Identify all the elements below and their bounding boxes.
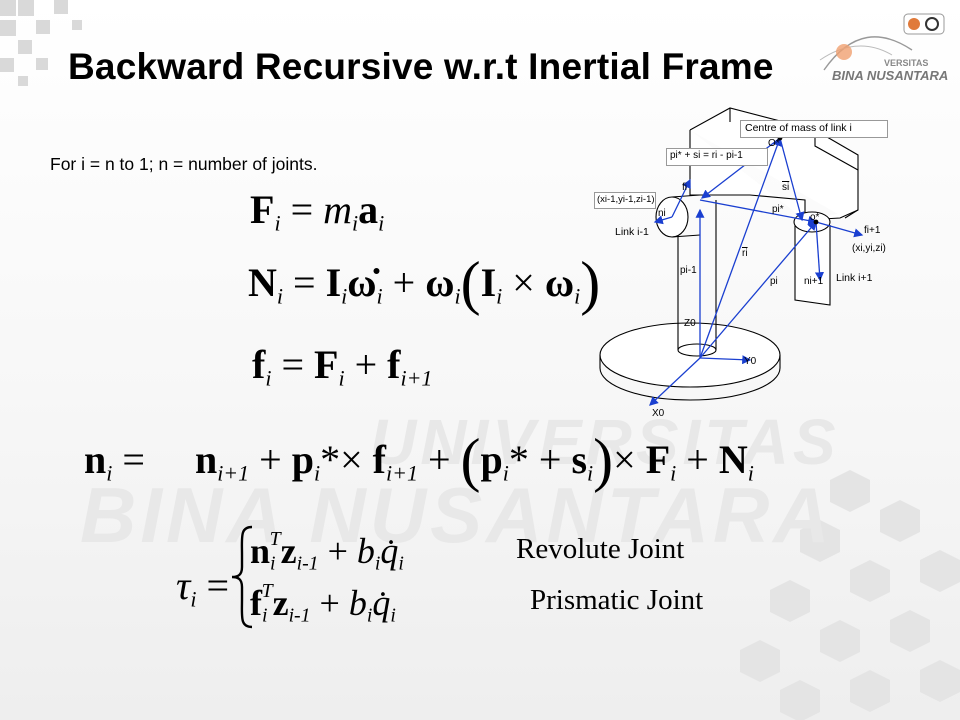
equation-torque-tau: τi = [176, 563, 230, 612]
diagram-label-x0: X0 [652, 408, 665, 419]
watermark-line2: BINA NUSANTARA [80, 471, 834, 559]
equation-n-recursion: ni = ni+1 + pi*× fi+1 + (pi* + si)× Fi +… [84, 427, 754, 493]
label-revolute-joint: Revolute Joint [516, 533, 685, 565]
diagram-label-pi-star: pi* [772, 204, 784, 215]
decor-hexagons [740, 470, 960, 720]
diagram-label-com: Centre of mass of link i [740, 120, 888, 138]
torque-row-revolute: niTzi-1 + biq̇i [250, 528, 404, 575]
diagram-label-y0: Y0 [744, 356, 757, 367]
robot-base [599, 322, 781, 401]
diagram-label-ri: ri [742, 248, 748, 259]
university-logo: VERSITAS BINA NUSANTARA [812, 10, 952, 90]
diagram-label-frame: (xi,yi,zi) [852, 243, 886, 254]
slide-title: Backward Recursive w.r.t Inertial Frame [68, 46, 774, 87]
diagram-label-ni1: ni+1 [804, 276, 824, 287]
diagram-label-pi: pi [770, 276, 778, 287]
equation-force: Fi = miai [250, 187, 385, 236]
equation-moment: Ni = Iiω̇i + ωi(Ii × ωi) [248, 250, 601, 316]
diagram-label-link-next: Link i+1 [836, 272, 873, 284]
watermark-line1: UNIVERSITAS [370, 406, 840, 478]
logo-mark-icon [819, 13, 945, 71]
label-prismatic-joint: Prismatic Joint [530, 584, 704, 616]
diagram-label-link-prev: Link i-1 [615, 226, 649, 238]
diagram-label-prev-frame: (xi-1,yi-1,zi-1) [594, 192, 656, 209]
diagram-label-eq: pi* + si = ri - pi-1 [666, 148, 768, 166]
logo-text-2: BINA NUSANTARA [832, 68, 949, 83]
torque-row-prismatic: fiTzi-1 + biq̇i [250, 580, 396, 627]
equation-f-recursion: fi = Fi + fi+1 [252, 342, 433, 391]
diagram-label-pi-1: pi-1 [680, 265, 697, 276]
diagram-label-o-star: o* [810, 212, 820, 223]
intro-text: For i = n to 1; n = number of joints. [50, 154, 318, 174]
torque-brace [231, 525, 253, 629]
diagram-label-fi1: fi+1 [864, 225, 881, 236]
diagram-label-O-star: O* [768, 138, 780, 149]
diagram-label-z0: Z0 [684, 318, 696, 329]
diagram-label-ni: ni [658, 208, 666, 219]
diagram-label-si: si [782, 182, 790, 193]
logo-text-1: VERSITAS [884, 58, 929, 68]
diagram-label-fi: fi [682, 182, 687, 193]
